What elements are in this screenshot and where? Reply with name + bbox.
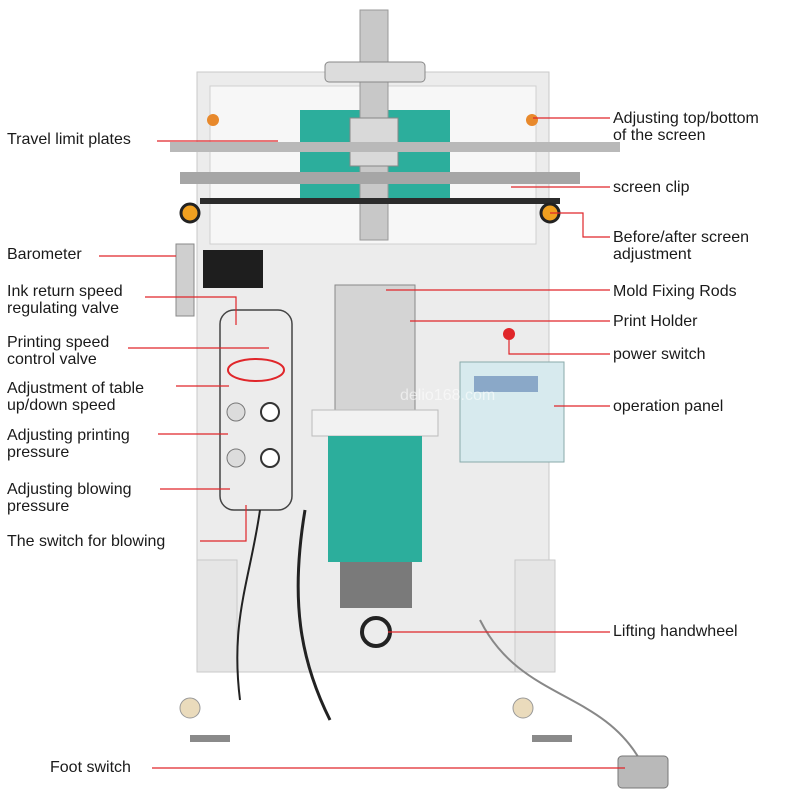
knob-right-top xyxy=(526,114,538,126)
print-head xyxy=(334,284,416,416)
watermark: delio168.com xyxy=(400,387,495,404)
pressure-knob-1 xyxy=(226,402,246,422)
belt xyxy=(200,198,560,204)
foot-switch-pedal xyxy=(617,755,669,789)
label-lifting-handwheel: Lifting handwheel xyxy=(613,623,738,640)
teal-cylinder xyxy=(328,436,422,562)
upper-rail xyxy=(170,142,620,152)
leader-power-switch xyxy=(508,340,610,355)
label-travel-limit-plates: Travel limit plates xyxy=(7,131,131,148)
knob-left-top xyxy=(207,114,219,126)
power-button xyxy=(503,328,515,340)
lift-column xyxy=(340,562,412,608)
gauge-2 xyxy=(260,448,280,468)
label-printing-speed-valve: Printing speed control valve xyxy=(7,334,110,368)
pressure-knob-2 xyxy=(226,448,246,468)
barometer-unit xyxy=(175,243,195,317)
leader-ink-return xyxy=(145,296,237,325)
foot-left xyxy=(190,735,230,742)
label-barometer: Barometer xyxy=(7,246,82,263)
print-table xyxy=(311,409,439,437)
gauge-1 xyxy=(260,402,280,422)
label-ink-return-valve: Ink return speed regulating valve xyxy=(7,283,123,317)
speed-valve-highlight xyxy=(227,358,285,382)
label-printing-pressure: Adjusting printing pressure xyxy=(7,427,130,461)
label-operation-panel: operation panel xyxy=(613,398,724,415)
label-before-after-adjust: Before/after screen adjustment xyxy=(613,229,750,263)
caster-left xyxy=(179,697,201,719)
left-leg xyxy=(196,559,238,673)
caster-right xyxy=(512,697,534,719)
label-table-speed: Adjustment of table up/down speed xyxy=(7,380,144,414)
foot-switch-cable xyxy=(479,619,641,761)
right-leg xyxy=(514,559,556,673)
leader-before-after xyxy=(550,212,610,238)
label-top-bottom-adjust: Adjusting top/bottom of the screen xyxy=(613,110,759,144)
leader-blow-switch xyxy=(200,505,247,542)
knob-left-low xyxy=(179,202,201,224)
label-blowing-pressure: Adjusting blowing pressure xyxy=(7,481,132,515)
top-clamp-bar xyxy=(324,61,426,83)
label-screen-clip: screen clip xyxy=(613,179,690,196)
label-mold-fixing-rods: Mold Fixing Rods xyxy=(613,283,737,300)
panel-display xyxy=(474,376,538,392)
foot-right xyxy=(532,735,572,742)
air-cable-2 xyxy=(296,509,332,721)
air-cable-1 xyxy=(236,509,261,701)
label-foot-switch: Foot switch xyxy=(50,759,131,776)
nameplate xyxy=(203,250,263,288)
label-power-switch: power switch xyxy=(613,346,706,363)
label-print-holder: Print Holder xyxy=(613,313,698,330)
label-blowing-switch: The switch for blowing xyxy=(7,533,166,550)
lower-rail xyxy=(180,172,580,184)
leader-lines xyxy=(99,117,625,769)
control-panel xyxy=(219,309,293,511)
